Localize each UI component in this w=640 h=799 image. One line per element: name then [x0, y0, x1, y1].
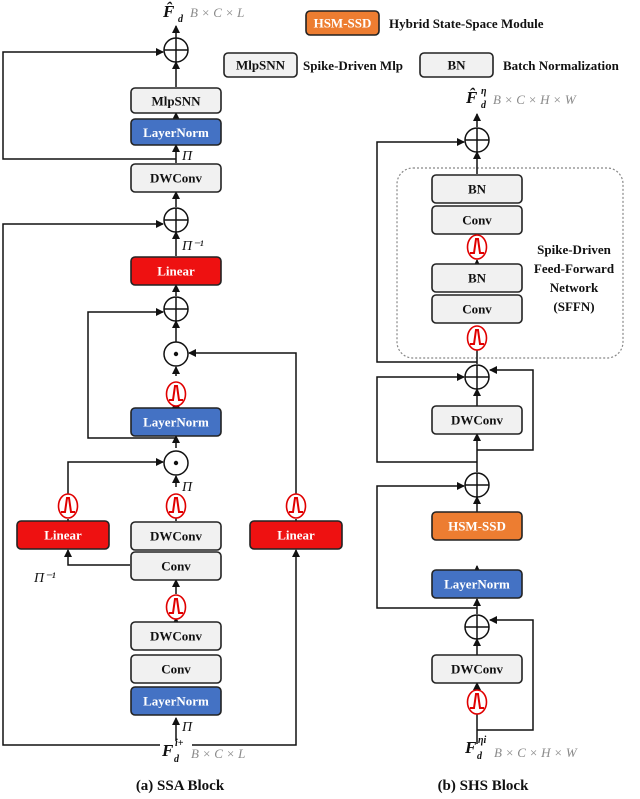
ssa-pi-top: Π: [181, 149, 193, 164]
ssa-multiply-top: [163, 341, 189, 367]
ssa-conv-mid: Conv: [130, 551, 222, 581]
shs-output-sup: η: [481, 86, 487, 97]
ssa-spike-icon-left: [57, 493, 79, 519]
shs-layernorm: LayerNorm: [431, 569, 523, 599]
ssa-linear-top: Linear: [130, 256, 222, 286]
sffn-region: [396, 167, 624, 359]
shs-spike-icon-3: [466, 689, 488, 715]
ssa-output-dims: B × C × L: [190, 5, 244, 20]
ssa-dwconv-top: DWConv: [130, 163, 222, 193]
shs-add-top: [464, 127, 490, 153]
ssa-output-var: F̂: [162, 2, 175, 21]
svg-text:Conv: Conv: [161, 559, 191, 574]
svg-text:MlpSNN: MlpSNN: [151, 94, 201, 109]
shs-add-4: [464, 614, 490, 640]
ssa-input-dims: B × C × L: [191, 746, 245, 761]
ssa-pi-inv: Π⁻¹: [181, 239, 204, 254]
legend-bn-text: Batch Normalization: [503, 58, 620, 73]
legend-hsm-text: Hybrid State-Space Module: [389, 16, 544, 31]
svg-text:DWConv: DWConv: [150, 171, 203, 186]
ssa-add-3: [163, 296, 189, 322]
shs-bn-top: BN: [431, 174, 523, 204]
svg-text:Linear: Linear: [277, 528, 315, 543]
shs-spike-icon-1: [466, 234, 488, 260]
ssa-layernorm-bot: LayerNorm: [130, 686, 222, 716]
ssa-conv-bot: Conv: [130, 654, 222, 684]
shs-dwconv-top: DWConv: [431, 405, 523, 435]
ssa-dwconv-mid: DWConv: [130, 521, 222, 551]
svg-text:DWConv: DWConv: [150, 529, 203, 544]
shs-conv-top: Conv: [431, 205, 523, 235]
legend-mlp-box: MlpSNN: [223, 52, 298, 78]
shs-add-2: [464, 364, 490, 390]
shs-caption: (b) SHS Block: [438, 778, 530, 794]
ssa-linear-left: Linear: [16, 520, 110, 550]
shs-bn-mid: BN: [431, 263, 523, 293]
shs-hsm-box: HSM-SSD: [431, 511, 523, 541]
svg-text:LayerNorm: LayerNorm: [444, 577, 510, 592]
svg-text:LayerNorm: LayerNorm: [143, 125, 209, 140]
shs-input-sub: d: [477, 751, 483, 762]
ssa-add-top: [163, 37, 189, 63]
ssa-pi-bot: Π: [181, 720, 193, 735]
ssa-dwconv-bot: DWConv: [130, 621, 222, 651]
legend-bn-box: BN: [419, 52, 494, 78]
svg-text:Conv: Conv: [462, 302, 492, 317]
ssa-block: F̂ d B × C × L: [2, 2, 343, 794]
shs-conv-mid: Conv: [431, 294, 523, 324]
ssa-input-sub: d: [174, 754, 180, 765]
svg-text:LayerNorm: LayerNorm: [143, 415, 209, 430]
svg-text:LayerNorm: LayerNorm: [143, 694, 209, 709]
svg-text:Conv: Conv: [161, 662, 191, 677]
svg-text:Conv: Conv: [462, 213, 492, 228]
ssa-input-var: F: [161, 741, 174, 760]
svg-text:MlpSNN: MlpSNN: [236, 58, 286, 73]
ssa-pi-mid: Π: [181, 480, 193, 495]
shs-output-sub: d: [481, 100, 487, 111]
svg-text:BN: BN: [468, 271, 487, 286]
ssa-mlpsnn-box: MlpSNN: [130, 87, 222, 114]
ssa-spike-icon-right: [285, 493, 307, 519]
sffn-line-2: Feed-Forward: [534, 261, 615, 276]
svg-text:Linear: Linear: [44, 528, 82, 543]
legend-mlp-text: Spike-Driven Mlp: [303, 58, 403, 73]
sffn-line-4: (SFFN): [553, 299, 594, 314]
svg-text:DWConv: DWConv: [150, 629, 203, 644]
ssa-caption: (a) SSA Block: [136, 778, 225, 794]
ssa-spike-icon-1: [165, 381, 187, 407]
ssa-linear-right: Linear: [249, 520, 343, 550]
shs-block: F̂ d η B × C × H × W Spike-Driven Feed-F…: [376, 86, 624, 794]
legend-hsm-box: HSM-SSD: [305, 10, 380, 36]
ssa-layernorm-top: LayerNorm: [130, 118, 222, 146]
svg-text:DWConv: DWConv: [451, 662, 504, 677]
shs-dwconv-bot: DWConv: [431, 654, 523, 684]
shs-input-dims: B × C × H × W: [494, 745, 578, 760]
ssa-output-sub: d: [178, 14, 184, 25]
shs-output-dims: B × C × H × W: [493, 92, 577, 107]
svg-text:BN: BN: [447, 58, 466, 73]
svg-text:DWConv: DWConv: [451, 413, 504, 428]
sffn-line-1: Spike-Driven: [537, 242, 611, 257]
ssa-multiply-bottom: [163, 450, 189, 476]
ssa-input-sup: i+: [175, 738, 184, 749]
ssa-add-2: [163, 207, 189, 233]
shs-input-var: F: [464, 738, 477, 757]
ssa-spike-icon-3: [165, 594, 187, 620]
legend: HSM-SSD Hybrid State-Space Module MlpSNN…: [223, 10, 620, 78]
shs-output-var: F̂: [465, 88, 478, 107]
shs-input-sup: ηi: [478, 735, 486, 746]
svg-text:HSM-SSD: HSM-SSD: [314, 16, 372, 31]
svg-text:HSM-SSD: HSM-SSD: [448, 519, 506, 534]
sffn-line-3: Network: [550, 280, 599, 295]
svg-text:Linear: Linear: [157, 264, 195, 279]
ssa-spike-icon-2: [165, 493, 187, 519]
svg-text:BN: BN: [468, 182, 487, 197]
ssa-pi-inv-left: Π⁻¹: [33, 571, 56, 586]
shs-spike-icon-2: [466, 325, 488, 351]
shs-add-3: [464, 472, 490, 498]
ssa-layernorm-mid: LayerNorm: [130, 407, 222, 437]
